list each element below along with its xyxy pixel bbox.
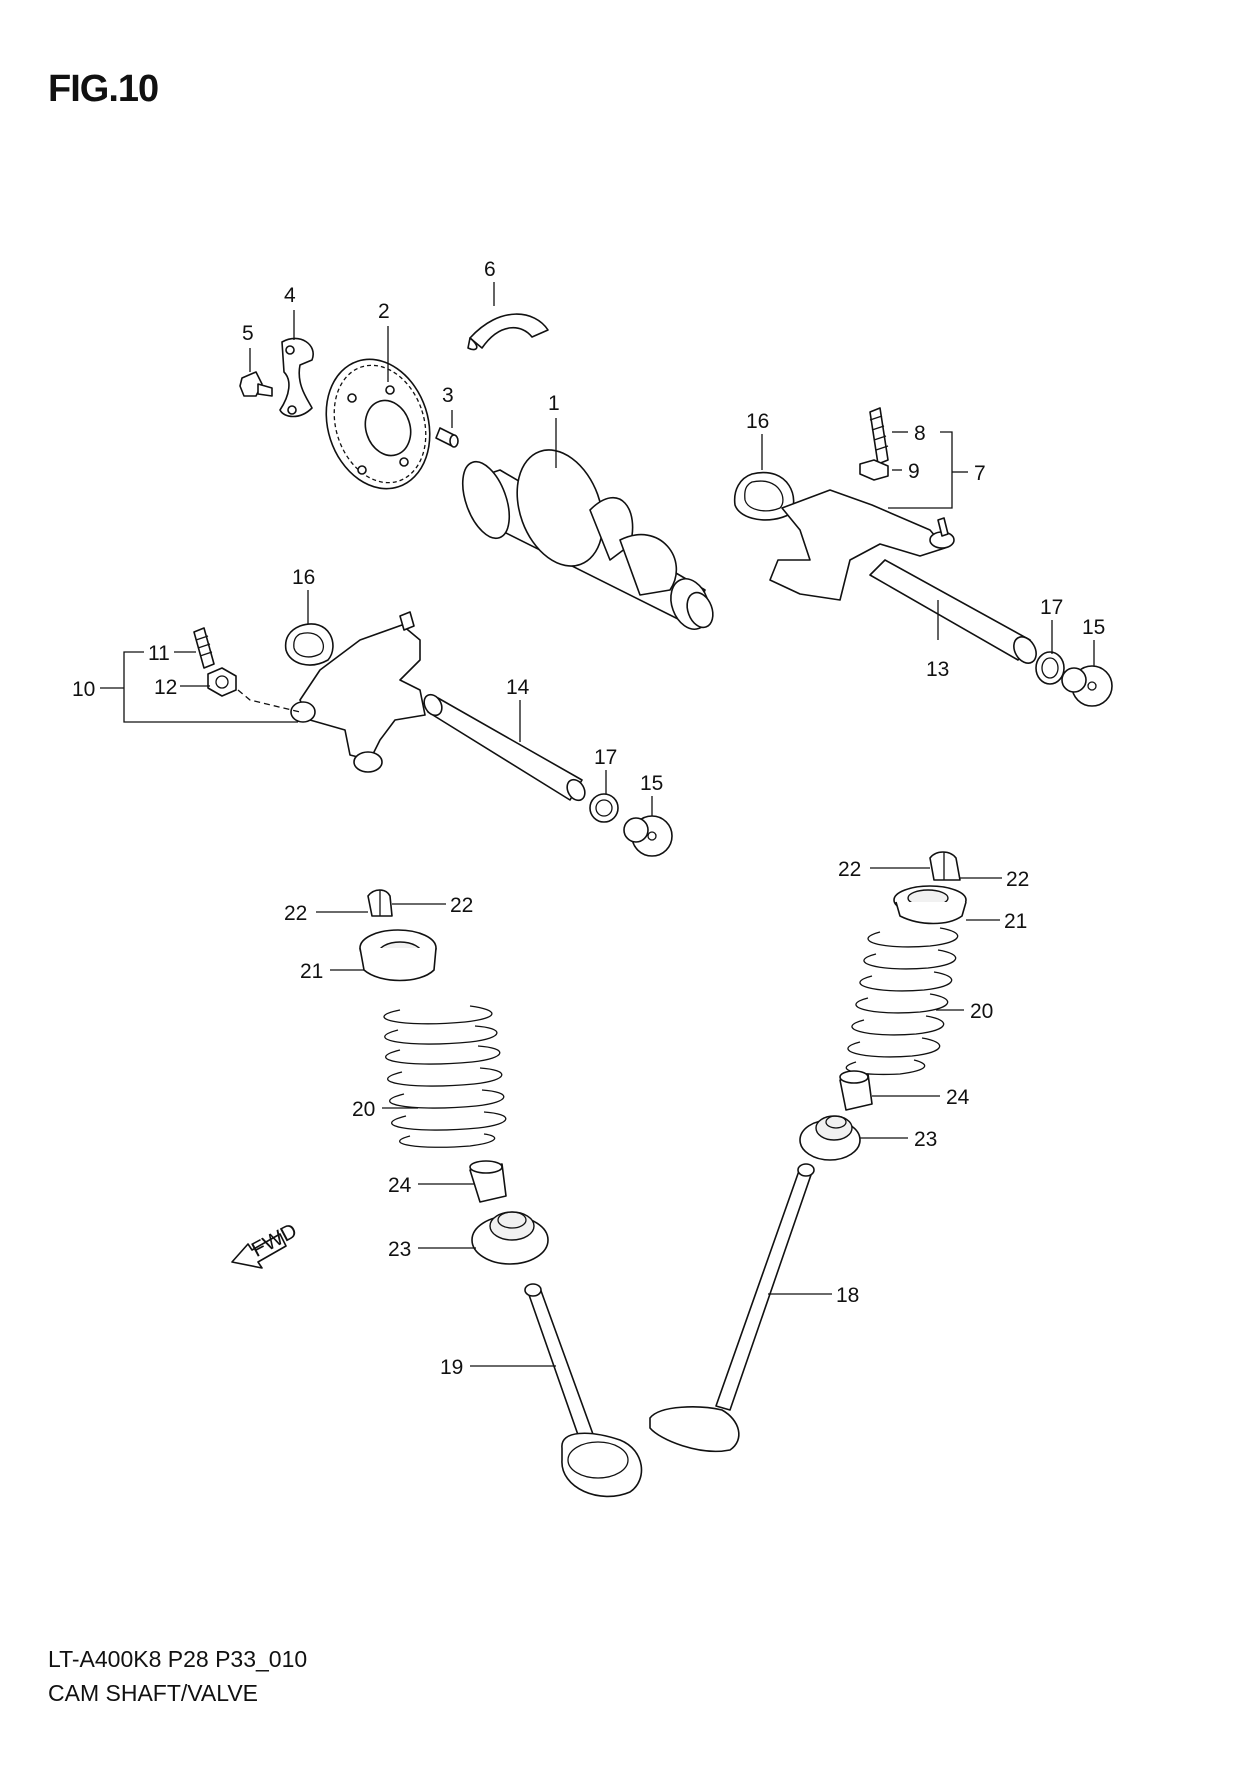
callout-9: 9 [908,460,920,483]
part-12-lock-nut [207,667,237,697]
callout-17-left: 17 [594,746,617,769]
part-11-adjuster-screw [193,627,215,669]
part-19-valve-left [524,1283,643,1498]
part-4-lock-plate [279,337,314,418]
part-15-plug-left [623,815,673,857]
part-24-stem-seal-right [839,1070,873,1111]
part-20-spring-left [383,1005,507,1148]
callout-22-right-b: 22 [1006,868,1029,891]
part-9-lock-nut [859,459,889,481]
callout-4: 4 [284,284,296,307]
part-14-rocker-shaft-left [423,693,586,802]
callout-16-lower: 16 [292,566,315,589]
part-21-retainer-left [359,929,437,982]
callout-7: 7 [974,462,986,485]
callout-13: 13 [926,658,949,681]
part-18-valve-right [649,1163,815,1452]
callout-22-left-a: 22 [284,902,307,925]
fwd-arrow-icon: FWD [231,1219,301,1269]
callout-12: 12 [154,676,177,699]
callout-24-left: 24 [388,1174,412,1197]
callout-21-right: 21 [1004,910,1027,933]
callout-6: 6 [484,258,496,281]
part-23-spring-seat-right [799,1115,861,1161]
part-16-gasket-lower [284,623,334,666]
diagram-code: LT-A400K8 P28 P33_010 [48,1646,308,1672]
callout-23-left: 23 [388,1238,411,1261]
part-22-cotters-left [367,889,393,917]
part-22-cotters-right [929,851,961,881]
callout-23-right: 23 [914,1128,937,1151]
part-15-plug-right [1061,665,1113,707]
callout-21-left: 21 [300,960,323,983]
part-17-oring-right [1035,651,1065,685]
callout-10: 10 [72,678,95,701]
callout-11: 11 [148,642,170,665]
callout-18: 18 [836,1284,859,1307]
callout-3: 3 [442,384,454,407]
callout-8: 8 [914,422,926,445]
part-20-spring-right [845,927,959,1076]
part-7-rocker-arm [769,489,955,601]
part-2-cam-sprocket [325,358,431,490]
part-13-rocker-shaft-right [869,559,1037,664]
callout-22-left-b: 22 [450,894,473,917]
callout-15-left: 15 [640,772,663,795]
callout-2: 2 [378,300,390,323]
callout-20-left: 20 [352,1098,375,1121]
callout-17-right: 17 [1040,596,1063,619]
part-1-camshaft [461,449,714,630]
callout-labels: 6 2 4 5 3 1 16 8 9 7 17 15 13 16 11 12 1… [72,258,1105,1379]
callout-15-right: 15 [1082,616,1105,639]
part-3-dowel-pin [435,427,459,448]
part-6-half-ring [467,313,549,351]
callout-20-right: 20 [970,1000,993,1023]
callout-16-upper: 16 [746,410,769,433]
callout-1: 1 [548,392,560,415]
part-5-bolt [239,371,273,397]
diagram-name: CAM SHAFT/VALVE [48,1680,259,1706]
part-23-spring-seat-left [471,1211,549,1265]
callout-5: 5 [242,322,254,345]
part-24-stem-seal-left [469,1160,507,1203]
leader-lines [100,282,1095,1367]
part-16-gasket-upper [733,471,795,521]
figure-title: FIG.10 [48,68,159,110]
callout-22-right-a: 22 [838,858,861,881]
callout-14: 14 [506,676,530,699]
callout-19: 19 [440,1356,463,1379]
fwd-label: FWD [248,1219,301,1262]
part-8-adjuster-screw [869,407,889,465]
part-21-retainer-right [893,885,967,925]
part-10-rocker-arm [237,611,426,773]
callout-24-right: 24 [946,1086,970,1109]
part-17-oring-left [589,793,619,823]
